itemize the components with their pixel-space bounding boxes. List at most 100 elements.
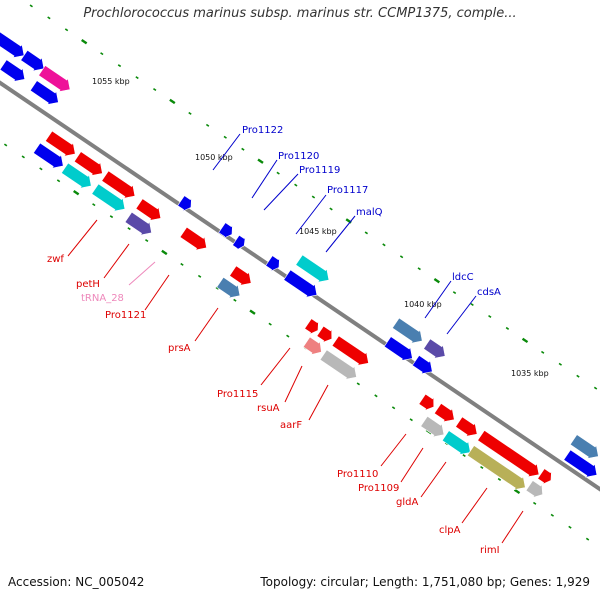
gene-arrow[interactable] [569, 433, 600, 463]
inner-tick [73, 190, 80, 196]
gene-arrow[interactable] [101, 169, 140, 202]
gene-arrow[interactable] [231, 234, 248, 253]
inner-tick [3, 143, 8, 147]
gene-arrow[interactable] [135, 197, 165, 225]
gene-arrow[interactable] [216, 276, 245, 303]
forward-callouts [212, 133, 477, 335]
gene-label-pro1121[interactable]: Pro1121 [105, 310, 146, 321]
outer-tick [135, 76, 139, 80]
outer-tick [117, 64, 122, 68]
gene-arrow[interactable] [73, 150, 107, 180]
gene-label-pro1109[interactable]: Pro1109 [358, 483, 399, 494]
inner-tick [550, 513, 554, 517]
outer-tick [276, 171, 280, 175]
inner-tick [145, 239, 149, 243]
gene-arrow[interactable] [91, 182, 130, 215]
gene-label-malq[interactable]: malQ [356, 207, 383, 218]
gene-arrow[interactable] [331, 334, 373, 370]
kbp-label-1045: 1045 kbp [299, 227, 337, 236]
gene-arrow[interactable] [124, 211, 156, 240]
gene-arrow[interactable] [383, 335, 417, 365]
kbp-label-1035: 1035 kbp [511, 369, 549, 378]
gene-label-cdsa[interactable]: cdsA [477, 287, 501, 298]
kbp-label-1050: 1050 kbp [195, 153, 233, 162]
inner-tick [462, 454, 466, 458]
outer-tick [100, 52, 104, 56]
outer-tick [558, 362, 562, 366]
outer-tick [433, 277, 441, 284]
gene-arrow[interactable] [20, 49, 49, 76]
outer-tick [64, 28, 69, 32]
inner-tick [568, 525, 572, 529]
outer-tick [488, 314, 492, 318]
gene-label-aarf[interactable]: aarF [280, 420, 302, 431]
gene-arrow[interactable] [0, 30, 29, 62]
gene-label-prsa[interactable]: prsA [168, 343, 191, 354]
gene-arrow[interactable] [29, 79, 63, 109]
gene-label-pro1120[interactable]: Pro1120 [278, 151, 319, 162]
gene-arrow[interactable] [319, 348, 361, 384]
gene-arrow[interactable] [0, 58, 29, 86]
inner-tick [480, 465, 484, 469]
inner-tick [356, 382, 361, 386]
gene-label-clpa[interactable]: clpA [439, 525, 461, 536]
gene-label-pro1117[interactable]: Pro1117 [327, 185, 368, 196]
inner-tick [127, 227, 131, 231]
outer-tick [188, 111, 192, 115]
gene-label-rimi[interactable]: rimI [480, 545, 500, 556]
gene-arrow[interactable] [177, 194, 196, 214]
outer-tick [505, 326, 510, 330]
gene-arrow[interactable] [302, 335, 326, 358]
gene-label-pro1122[interactable]: Pro1122 [242, 125, 283, 136]
gene-label-trna-28[interactable]: tRNA_28 [81, 293, 124, 304]
gene-arrow[interactable] [44, 129, 79, 160]
gene-label-peth[interactable]: petH [76, 279, 100, 290]
inner-tick [374, 394, 378, 398]
trna-callout [128, 261, 156, 286]
gene-arrow[interactable] [418, 392, 439, 413]
gene-arrow[interactable] [477, 429, 544, 482]
inner-tick [286, 334, 290, 338]
gene-arrow[interactable] [228, 264, 255, 290]
inner-tick [21, 155, 25, 159]
gene-arrow[interactable] [391, 316, 426, 347]
gene-arrow[interactable] [304, 317, 323, 337]
gene-arrow[interactable] [37, 64, 74, 96]
gene-label-pro1110[interactable]: Pro1110 [337, 469, 378, 480]
gene-arrow[interactable] [295, 253, 334, 286]
gene-label-zwf[interactable]: zwf [47, 254, 64, 265]
gene-label-ldcc[interactable]: ldcC [452, 272, 474, 283]
gene-arrow[interactable] [218, 221, 237, 241]
gene-arrow[interactable] [433, 402, 459, 426]
gene-label-glda[interactable]: gldA [396, 497, 418, 508]
gene-arrow[interactable] [466, 444, 530, 494]
gene-arrow[interactable] [422, 337, 449, 363]
gene-arrow[interactable] [420, 415, 449, 442]
gene-arrow[interactable] [316, 324, 337, 345]
gene-arrow[interactable] [283, 268, 322, 301]
gene-arrow[interactable] [525, 479, 547, 501]
gene-arrow[interactable] [60, 161, 95, 192]
gene-arrow[interactable] [454, 415, 481, 441]
gene-arrow[interactable] [179, 226, 211, 255]
gene-arrow[interactable] [441, 429, 475, 459]
inner-tick [513, 488, 521, 495]
outer-tick [311, 195, 316, 199]
gene-features [0, 30, 600, 501]
gene-arrow[interactable] [265, 254, 284, 274]
inner-tick [391, 406, 396, 410]
gene-label-pro1115[interactable]: Pro1115 [217, 389, 258, 400]
outer-tick [294, 183, 298, 187]
outer-tick [576, 374, 580, 378]
gene-label-pro1119[interactable]: Pro1119 [299, 165, 340, 176]
outer-tick [47, 16, 51, 20]
gene-arrow[interactable] [411, 354, 437, 378]
inner-tick [585, 537, 590, 541]
gene-arrow[interactable] [537, 467, 556, 487]
gene-arrow[interactable] [32, 141, 67, 172]
inner-tick [233, 298, 237, 302]
gene-label-rsua[interactable]: rsuA [257, 403, 280, 414]
inner-tick [39, 167, 43, 171]
gene-arrow[interactable] [563, 448, 600, 481]
